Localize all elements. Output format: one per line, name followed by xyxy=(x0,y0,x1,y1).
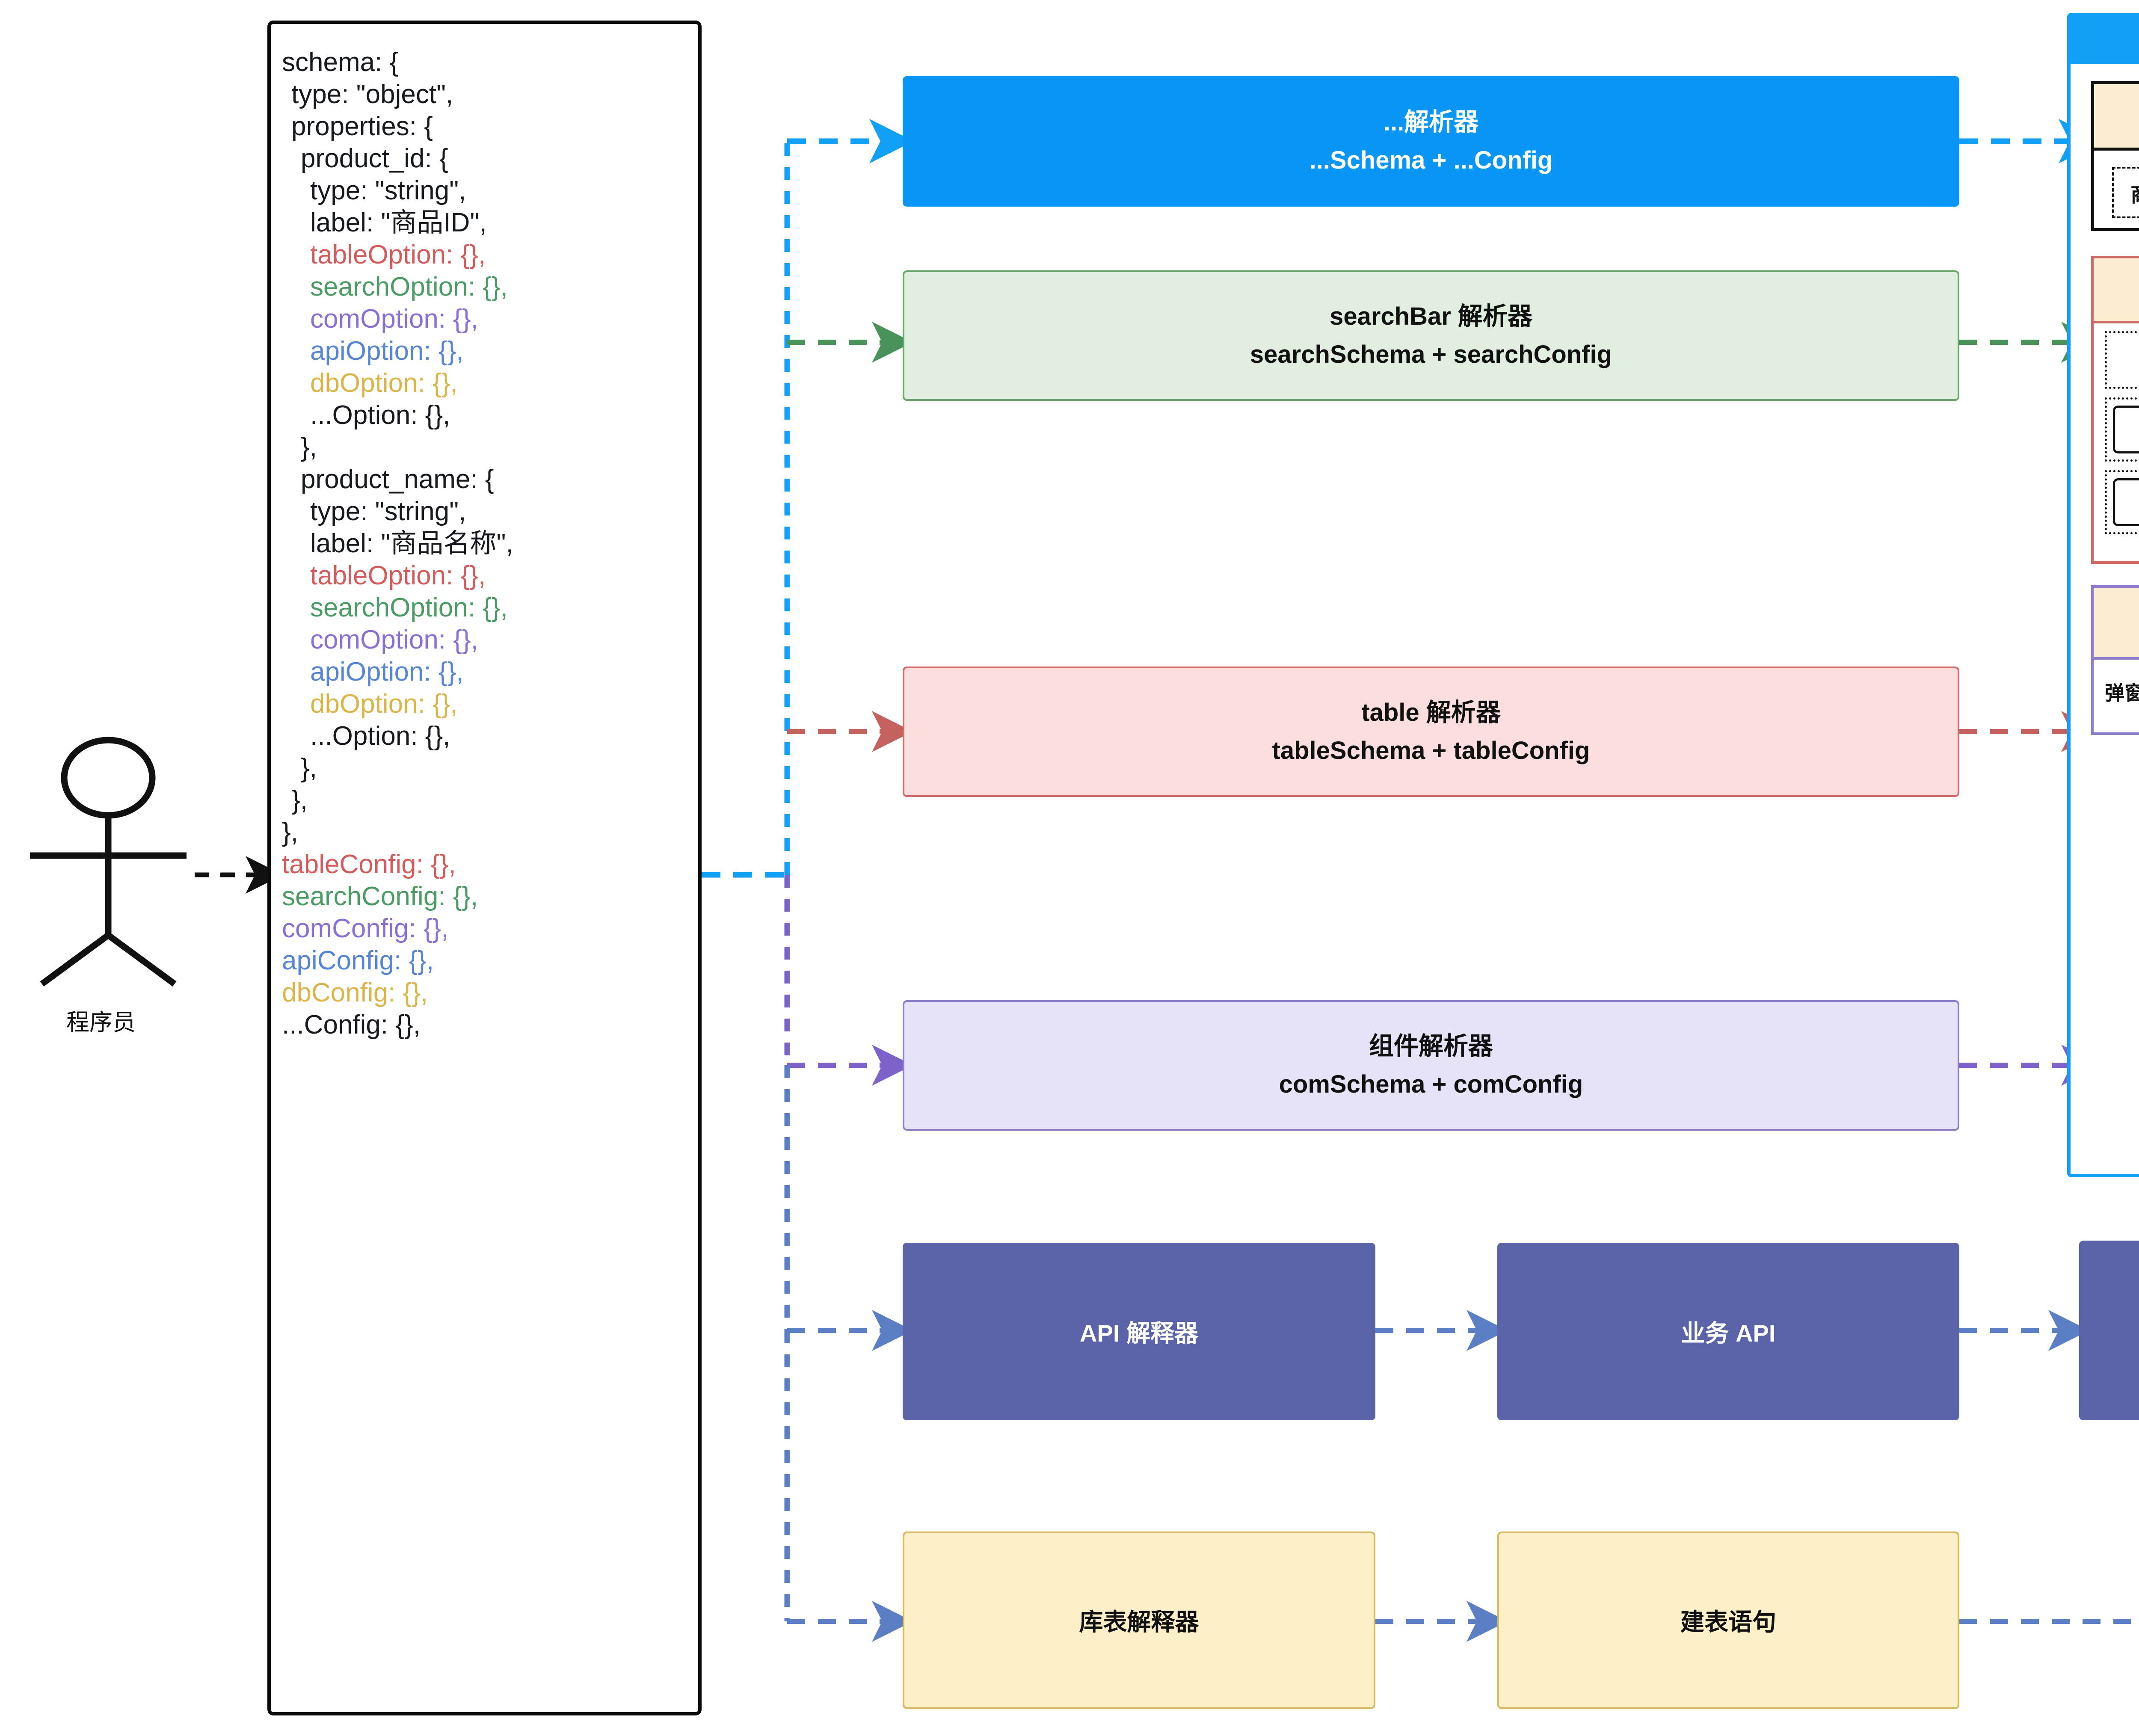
parser-title: table 解析器 xyxy=(1361,699,1501,726)
code-line: label: "商品名称", xyxy=(310,529,513,558)
cell-product-id: id1 xyxy=(2113,406,2139,453)
db-interpreter-label: 库表解释器 xyxy=(1079,1609,1199,1635)
parser-subtitle: searchSchema + searchConfig xyxy=(1250,340,1612,368)
parser-title: searchBar 解析器 xyxy=(1330,302,1532,330)
product-list-card: 商品列表 商品ID 商品名称 操作 id1商品1查看修改删除id1商品1查看修改… xyxy=(2091,256,2139,564)
code-line: product_name: { xyxy=(301,465,494,494)
api-interpreter-box[interactable]: API 解释器 xyxy=(903,1243,1375,1420)
code-line: apiOption: {}, xyxy=(310,336,464,366)
parser-title: 组件解析器 xyxy=(1369,1032,1493,1060)
code-line: tableOption: {}, xyxy=(310,240,486,270)
code-line: ...Option: {}, xyxy=(310,400,450,430)
code-line: comOption: {}, xyxy=(310,304,478,334)
code-line: apiOption: {}, xyxy=(310,657,464,687)
business-api-label: 业务 API xyxy=(1681,1320,1776,1347)
parser-box-searchbar[interactable]: searchBar 解析器 searchSchema + searchConfi… xyxy=(903,270,1959,401)
code-line: }, xyxy=(282,818,298,847)
parser-title: ...解析器 xyxy=(1383,108,1479,136)
schema-code-panel: schema: { type: "object", properties: { pro… xyxy=(267,21,702,1715)
table-row: id1商品1查看修改删除 xyxy=(2105,397,2139,462)
parser-box-generic[interactable]: ...解析器 ...Schema + ...Config xyxy=(903,76,1959,207)
table-row: id1商品1查看修改删除 xyxy=(2105,470,2139,534)
db-interpreter-box[interactable]: 库表解释器 xyxy=(903,1532,1375,1709)
code-line: properties: { xyxy=(291,112,433,141)
code-line: tableConfig: {}, xyxy=(282,850,456,879)
code-line: }, xyxy=(301,753,317,783)
code-line: product_id: { xyxy=(301,144,448,173)
code-line: label: "商品ID", xyxy=(310,208,487,237)
table-header-row: 商品ID 商品名称 操作 xyxy=(2105,331,2139,389)
code-line: dbConfig: {}, xyxy=(282,978,428,1007)
code-line: type: "object", xyxy=(291,80,453,109)
api-server-box[interactable]: API 服务器 xyxy=(2079,1241,2139,1420)
ddl-statement-label: 建表语句 xyxy=(1680,1609,1776,1635)
actor-label: 程序员 xyxy=(66,1010,136,1035)
table-col-header-0: 商品ID xyxy=(2107,333,2139,387)
components-note: 弹窗、表单、抽屉等... xyxy=(2105,682,2139,704)
code-line: tableOption: {}, xyxy=(310,561,486,590)
api-interpreter-label: API 解释器 xyxy=(1080,1320,1198,1347)
search-bar-card: 商品搜索栏 商品名 输入框 xyxy=(2091,81,2139,231)
parser-subtitle: comSchema + comConfig xyxy=(1279,1070,1583,1098)
cell-product-id: id1 xyxy=(2113,478,2139,526)
business-api-box[interactable]: 业务 API xyxy=(1497,1243,1959,1420)
list-card-title: 商品列表 xyxy=(2094,258,2139,323)
search-card-title: 商品搜索栏 xyxy=(2094,84,2139,151)
search-field-label: 商品名 xyxy=(2112,167,2139,218)
code-line: searchOption: {}, xyxy=(310,593,508,622)
parser-box-table[interactable]: table 解析器 tableSchema + tableConfig xyxy=(903,667,1959,797)
module-title: 商品管理模块 xyxy=(2071,16,2139,64)
parser-box-component[interactable]: 组件解析器 comSchema + comConfig xyxy=(903,1000,1959,1131)
code-line: comConfig: {}, xyxy=(282,914,449,943)
components-card-title: 各类组件 xyxy=(2094,588,2139,660)
code-line: }, xyxy=(301,433,317,462)
stick-figure-icon xyxy=(30,737,187,987)
code-line: apiConfig: {}, xyxy=(282,946,434,975)
schema-code-lines: schema: { type: "object", properties: { pro… xyxy=(271,46,698,1041)
components-card: 各类组件 弹窗、表单、抽屉等... xyxy=(2091,585,2139,735)
ddl-statement-box[interactable]: 建表语句 xyxy=(1497,1532,1959,1709)
code-line: type: "string", xyxy=(310,497,466,526)
code-line: comOption: {}, xyxy=(310,625,478,655)
parser-subtitle: ...Schema + ...Config xyxy=(1309,146,1553,174)
code-line: dbOption: {}, xyxy=(310,689,458,719)
table-body: id1商品1查看修改删除 id1商品1查看修改删除 xyxy=(2105,397,2139,534)
code-line: schema: { xyxy=(282,47,399,77)
code-line: searchOption: {}, xyxy=(310,272,508,302)
code-line: ...Config: {}, xyxy=(282,1010,421,1040)
code-line: ...Option: {}, xyxy=(310,721,450,751)
parser-subtitle: tableSchema + tableConfig xyxy=(1272,736,1590,764)
code-line: searchConfig: {}, xyxy=(282,882,478,911)
code-line: }, xyxy=(291,785,308,815)
code-line: dbOption: {}, xyxy=(310,368,458,398)
code-line: type: "string", xyxy=(310,176,466,205)
product-module-panel: 商品管理模块 商品搜索栏 商品名 输入框 商品列表 商品ID 商品名称 操作 i… xyxy=(2067,13,2139,1177)
